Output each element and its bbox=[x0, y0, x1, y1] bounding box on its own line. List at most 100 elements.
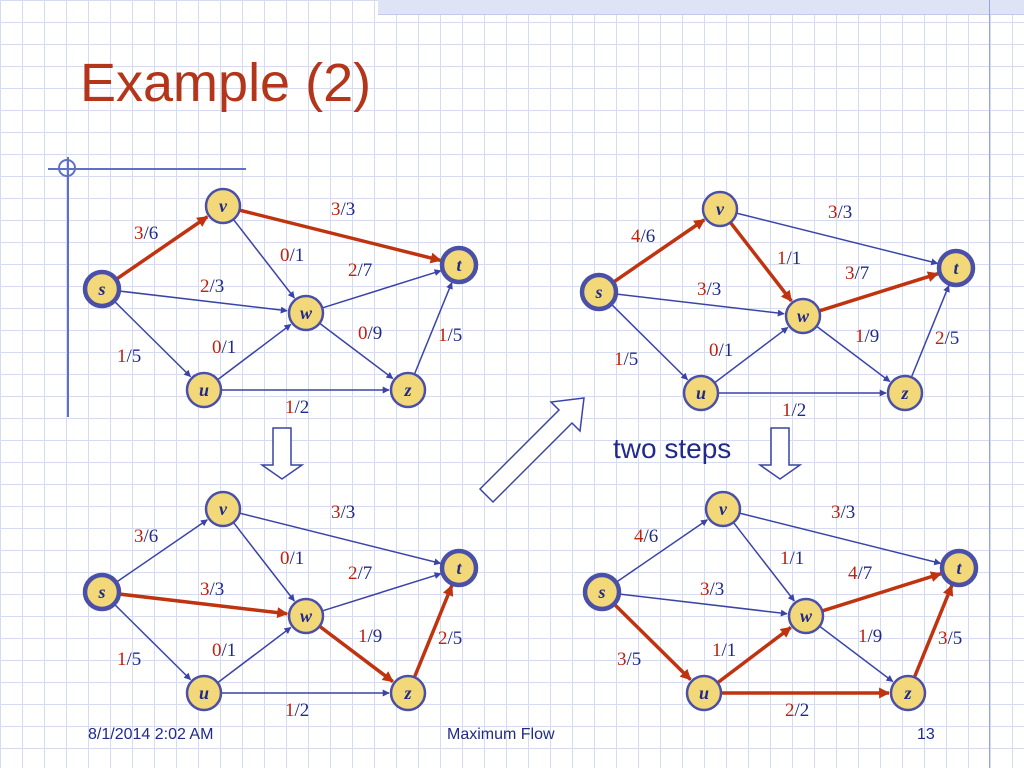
edge-w-z bbox=[319, 322, 394, 380]
node-circle bbox=[439, 548, 479, 588]
slash: / bbox=[127, 649, 133, 670]
slash: / bbox=[368, 323, 374, 344]
edge-s-v bbox=[115, 215, 209, 281]
node-w: w bbox=[287, 294, 325, 332]
node-label: v bbox=[219, 196, 228, 216]
edge-label-u-z: 1/2 bbox=[782, 400, 806, 421]
slash: / bbox=[144, 526, 150, 547]
edge-label-w-t: 4/7 bbox=[848, 563, 872, 584]
capacity-value: 3 bbox=[843, 202, 853, 223]
capacity-value: 5 bbox=[953, 628, 963, 649]
slash: / bbox=[707, 279, 713, 300]
edge-label-u-z: 1/2 bbox=[285, 700, 309, 721]
edge-label-u-w: 0/1 bbox=[709, 340, 733, 361]
slash: / bbox=[641, 226, 647, 247]
flow-value: 1 bbox=[712, 640, 722, 661]
node-circle bbox=[886, 374, 924, 412]
top-band bbox=[378, 0, 1024, 15]
node-u: u bbox=[185, 371, 223, 409]
node-u: u bbox=[682, 374, 720, 412]
slash: / bbox=[868, 626, 874, 647]
flow-value: 3 bbox=[134, 526, 144, 547]
flow-value: 2 bbox=[348, 563, 358, 584]
edge-label-z-t: 3/5 bbox=[938, 628, 962, 649]
edge-label-w-t: 2/7 bbox=[348, 260, 372, 281]
edge-label-s-u: 1/5 bbox=[614, 349, 638, 370]
slash: / bbox=[627, 649, 633, 670]
flow-value: 1 bbox=[782, 400, 792, 421]
slash: / bbox=[290, 548, 296, 569]
node-v: v bbox=[204, 490, 242, 528]
flow-value: 4 bbox=[631, 226, 641, 247]
flow-value: 0 bbox=[358, 323, 368, 344]
slash: / bbox=[368, 626, 374, 647]
node-t: t bbox=[939, 548, 979, 588]
edge-label-s-v: 4/6 bbox=[631, 226, 655, 247]
node-circle bbox=[579, 272, 619, 312]
slash: / bbox=[448, 325, 454, 346]
capacity-value: 3 bbox=[712, 279, 722, 300]
node-circle bbox=[82, 572, 122, 612]
flow-value: 1 bbox=[855, 326, 865, 347]
edge-w-t bbox=[321, 269, 442, 309]
slash: / bbox=[358, 260, 364, 281]
node-circle bbox=[936, 248, 976, 288]
node-circle bbox=[204, 490, 242, 528]
slash: / bbox=[341, 502, 347, 523]
title-rule bbox=[48, 168, 246, 170]
flow-value: 3 bbox=[331, 199, 341, 220]
edge-s-u bbox=[113, 300, 192, 378]
node-w: w bbox=[787, 597, 825, 635]
capacity-value: 3 bbox=[346, 502, 356, 523]
edge-label-s-w: 3/3 bbox=[200, 579, 224, 600]
node-s: s bbox=[579, 272, 619, 312]
node-label: t bbox=[456, 255, 462, 275]
flow-value: 1 bbox=[117, 649, 127, 670]
capacity-value: 5 bbox=[453, 325, 463, 346]
node-label: s bbox=[97, 582, 105, 602]
capacity-value: 6 bbox=[149, 223, 159, 244]
edge-label-v-w: 0/1 bbox=[280, 548, 304, 569]
side-rule bbox=[67, 157, 69, 417]
capacity-value: 6 bbox=[149, 526, 159, 547]
flow-value: 0 bbox=[212, 337, 222, 358]
slash: / bbox=[144, 223, 150, 244]
slash: / bbox=[295, 700, 301, 721]
rule-circle-ornament bbox=[58, 159, 76, 177]
capacity-value: 1 bbox=[792, 248, 802, 269]
flow-value: 4 bbox=[848, 563, 858, 584]
edge-w-z bbox=[819, 625, 894, 683]
edge-v-t bbox=[739, 512, 942, 566]
node-circle bbox=[82, 269, 122, 309]
flow-value: 3 bbox=[697, 279, 707, 300]
edge-label-v-t: 3/3 bbox=[331, 502, 355, 523]
capacity-value: 7 bbox=[860, 263, 870, 284]
node-circle bbox=[701, 190, 739, 228]
node-circle bbox=[787, 597, 825, 635]
slash: / bbox=[644, 526, 650, 547]
node-circle bbox=[939, 548, 979, 588]
edge-s-v bbox=[615, 519, 708, 584]
edge-s-u bbox=[612, 602, 692, 681]
capacity-value: 1 bbox=[227, 640, 237, 661]
edge-label-z-t: 1/5 bbox=[438, 325, 462, 346]
edge-w-t bbox=[821, 571, 942, 613]
footer-title: Maximum Flow bbox=[447, 726, 555, 743]
node-label: v bbox=[719, 499, 728, 519]
flow-value: 3 bbox=[617, 649, 627, 670]
edge-label-u-z: 2/2 bbox=[785, 700, 809, 721]
flow-value: 0 bbox=[212, 640, 222, 661]
slide-title: Example (2) bbox=[80, 53, 372, 113]
edge-label-v-t: 3/3 bbox=[828, 202, 852, 223]
node-z: z bbox=[389, 674, 427, 712]
edge-label-u-w: 0/1 bbox=[212, 337, 236, 358]
node-w: w bbox=[287, 597, 325, 635]
capacity-value: 2 bbox=[300, 700, 310, 721]
node-z: z bbox=[886, 374, 924, 412]
slash: / bbox=[945, 328, 951, 349]
edge-label-v-w: 1/1 bbox=[780, 548, 804, 569]
node-circle bbox=[682, 374, 720, 412]
